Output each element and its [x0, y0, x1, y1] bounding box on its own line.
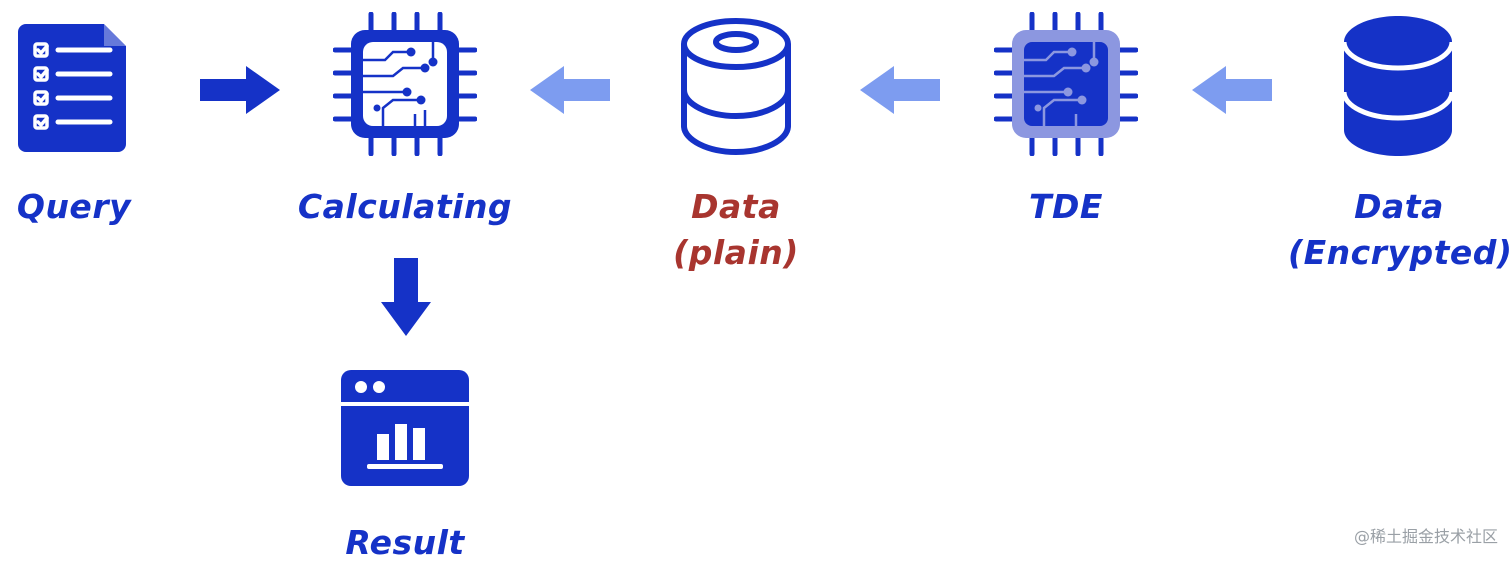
result-label: Result [345, 523, 465, 562]
arrow-right-icon [200, 66, 280, 114]
database-outline-icon [681, 18, 791, 156]
dashboard-window-icon [341, 370, 469, 486]
data-encrypted-line2: (Encrypted) [1288, 233, 1512, 272]
data-encrypted-line1: Data [1354, 187, 1444, 226]
arrow-left-icon [860, 66, 940, 114]
data-encrypted-label: Data (Encrypted) [1288, 184, 1512, 276]
query-label: Query [16, 187, 132, 226]
watermark: @稀土掘金技术社区 [1353, 527, 1498, 546]
data-plain-label: Data (plain) [640, 184, 832, 276]
arrow-down-icon [381, 258, 431, 336]
arrow-left-icon [530, 66, 610, 114]
data-plain-line2: (plain) [673, 233, 799, 272]
encryption-chip-icon [994, 12, 1138, 156]
checklist-document-icon [18, 24, 126, 152]
database-filled-icon [1344, 16, 1452, 156]
arrow-left-icon [1192, 66, 1272, 114]
tde-label: TDE [1029, 187, 1103, 226]
processor-chip-icon [333, 12, 477, 156]
calculating-label: Calculating [297, 187, 513, 226]
data-plain-line1: Data [691, 187, 781, 226]
